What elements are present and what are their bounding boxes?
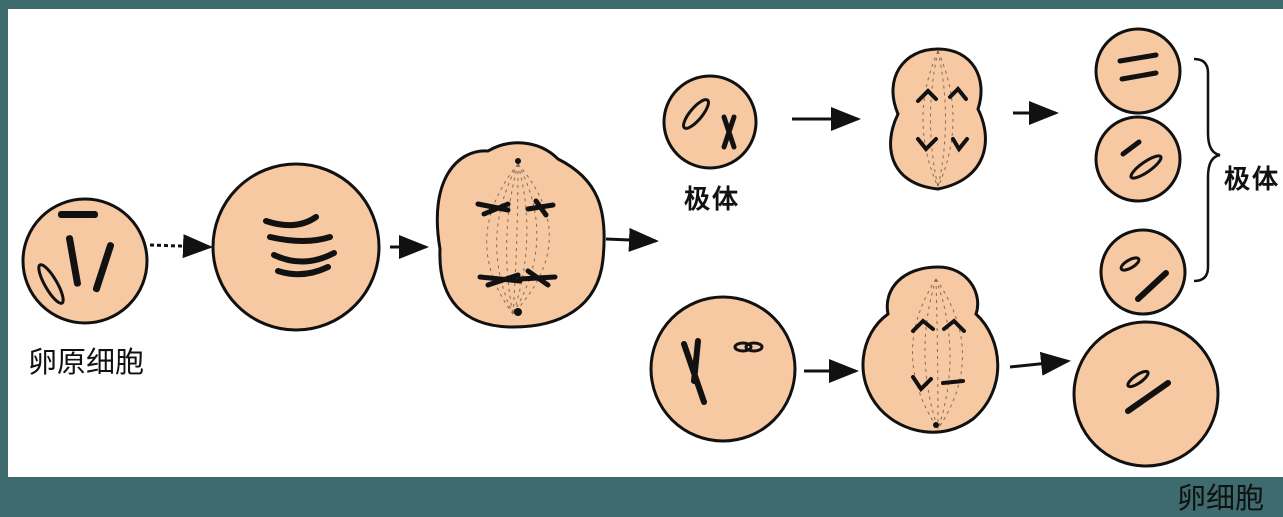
first-polar-body-cell (664, 76, 756, 168)
dividing-secondary-oocyte (863, 267, 998, 432)
oogenesis-diagram (8, 9, 1283, 477)
polar-body-brace (1194, 59, 1220, 281)
diagram-panel: 卵原细胞 极体 极体 (8, 9, 1283, 477)
polar-body-bottom (1101, 230, 1185, 314)
arrow-1 (150, 245, 210, 247)
primary-oocyte-cell (213, 164, 379, 330)
polar-body-top (1096, 29, 1180, 113)
dividing-polar-body (891, 49, 986, 189)
label-oogonium: 卵原细胞 (28, 339, 144, 381)
oogonium-cell (23, 199, 147, 323)
dividing-primary-oocyte (437, 143, 604, 327)
polar-body-middle (1096, 117, 1180, 201)
egg-cell (1074, 322, 1218, 466)
arrow-7 (1010, 361, 1068, 367)
secondary-oocyte-cell (651, 297, 795, 441)
label-egg: 卵细胞 (1177, 475, 1264, 517)
label-polar-body: 极体 (684, 179, 740, 216)
arrow-3 (606, 239, 656, 241)
label-polar-bodies: 极体 (1224, 159, 1280, 196)
